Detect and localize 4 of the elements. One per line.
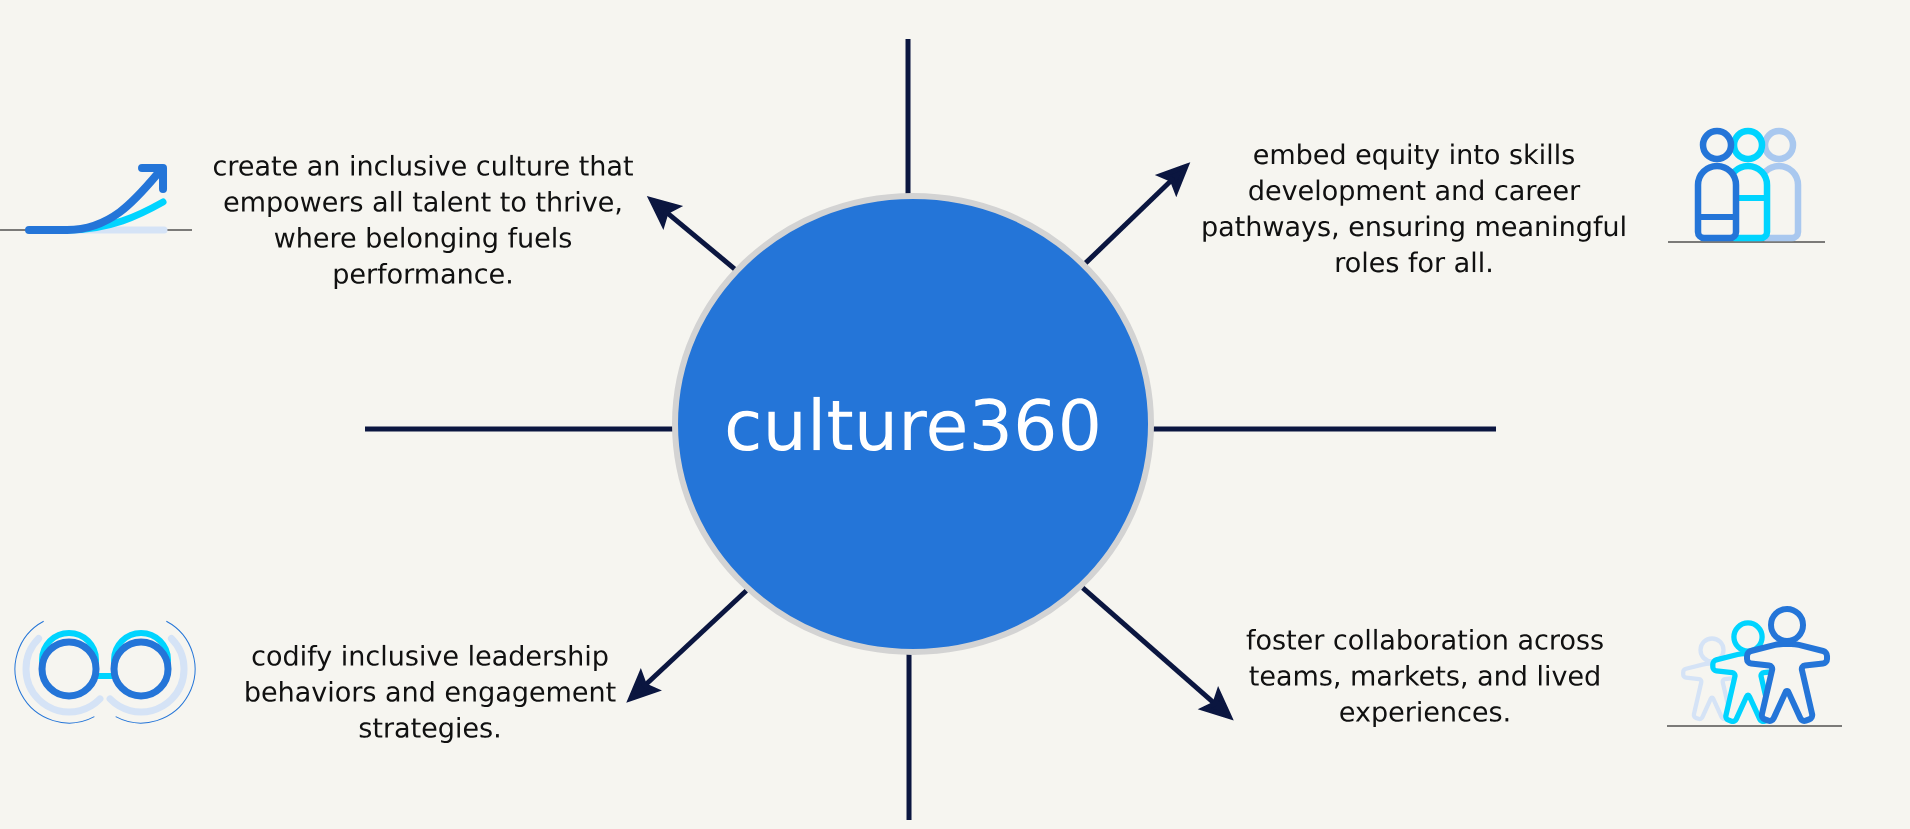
description-text: embed equity into skills development and career pathways, ensuring meaningful roles for all. [1203,143,1625,273]
description-text: codify inclusive leadership behaviors and engagement strategies. [246,644,616,744]
description-text: create an inclusive culture that empowers all talent to thrive, where belonging fuels performance. [214,154,633,290]
description-text: foster collaboration across teams, markets, and lived experiences. [1246,628,1603,728]
